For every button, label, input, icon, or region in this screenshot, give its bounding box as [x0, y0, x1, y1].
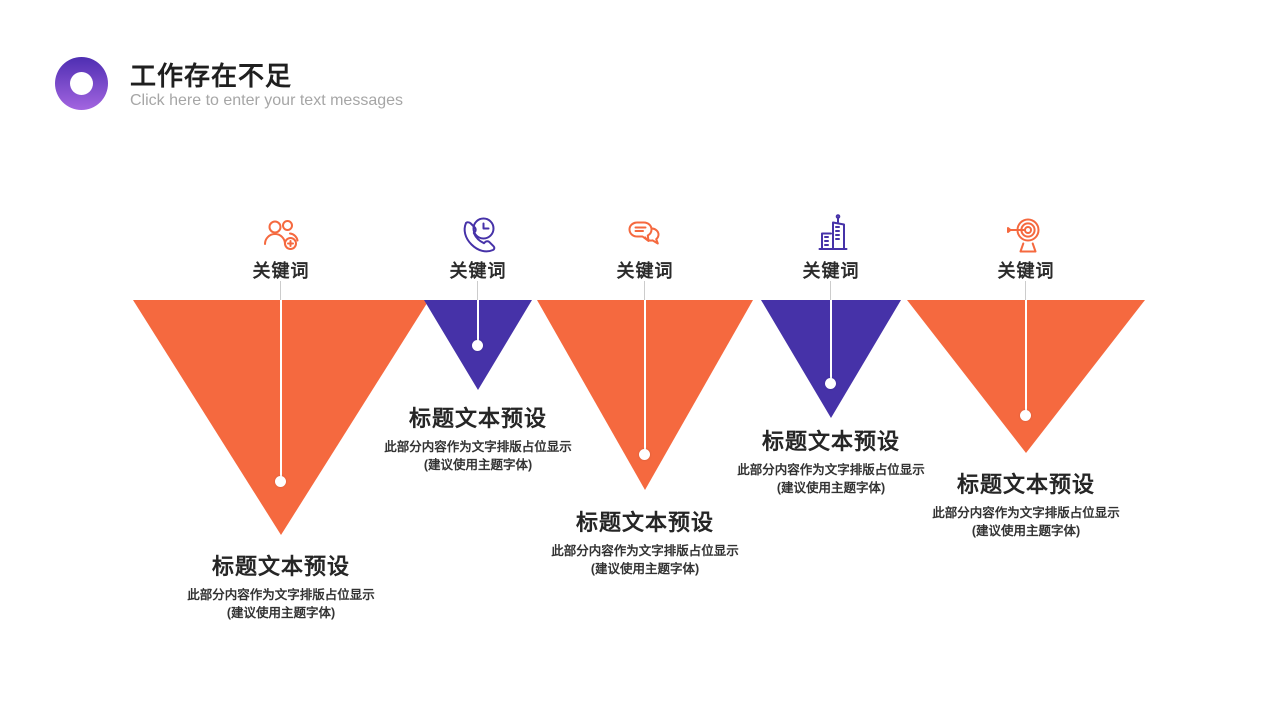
- logo-ring-icon: [55, 57, 108, 110]
- page-subtitle: Click here to enter your text messages: [130, 92, 404, 109]
- caption-desc-line2: (建议使用主题字体): [971, 524, 1081, 538]
- caption-desc-line2: (建议使用主题字体): [590, 562, 700, 576]
- caption-desc-line1: 此部分内容作为文字排版占位显示: [932, 506, 1120, 520]
- connector-line: [477, 281, 478, 300]
- triangle-dot: [275, 476, 286, 487]
- keyword-label: 关键词: [802, 261, 860, 281]
- triangle-plumb-line: [1025, 300, 1027, 416]
- connector-line: [280, 281, 281, 300]
- chat-bubbles-icon: [623, 213, 667, 257]
- caption-title: 标题文本预设: [575, 510, 714, 535]
- triangle-dot: [1020, 410, 1031, 421]
- target-arrow-icon: [1004, 213, 1048, 257]
- caption-title: 标题文本预设: [956, 472, 1095, 497]
- caption-desc-line1: 此部分内容作为文字排版占位显示: [551, 544, 739, 558]
- caption-desc-line2: (建议使用主题字体): [423, 458, 533, 472]
- caption-desc-line2: (建议使用主题字体): [226, 606, 336, 620]
- connector-line: [1025, 281, 1026, 300]
- keyword-label: 关键词: [252, 261, 310, 281]
- caption-desc-line1: 此部分内容作为文字排版占位显示: [187, 588, 375, 602]
- triangle-dot: [472, 340, 483, 351]
- triangle-dot: [639, 449, 650, 460]
- triangle-dot: [825, 378, 836, 389]
- connector-line: [830, 281, 831, 300]
- page-title: 工作存在不足: [130, 61, 293, 91]
- connector-line: [644, 281, 645, 300]
- caption-desc-line2: (建议使用主题字体): [776, 481, 886, 495]
- keyword-label: 关键词: [616, 261, 674, 281]
- caption-desc-line1: 此部分内容作为文字排版占位显示: [737, 463, 925, 477]
- phone-time-icon: [456, 213, 500, 257]
- caption-desc: 此部分内容作为文字排版占位显示 (建议使用主题字体): [151, 586, 411, 622]
- caption-desc: 此部分内容作为文字排版占位显示 (建议使用主题字体): [348, 438, 608, 474]
- buildings-icon: [809, 213, 853, 257]
- triangle-plumb-line: [644, 300, 646, 455]
- caption-title: 标题文本预设: [211, 554, 350, 579]
- caption-desc: 此部分内容作为文字排版占位显示 (建议使用主题字体): [896, 504, 1156, 540]
- keyword-label: 关键词: [997, 261, 1055, 281]
- caption-desc-line1: 此部分内容作为文字排版占位显示: [384, 440, 572, 454]
- caption-title: 标题文本预设: [408, 406, 547, 431]
- keyword-label: 关键词: [449, 261, 507, 281]
- add-users-icon: [259, 213, 303, 257]
- triangle-plumb-line: [477, 300, 479, 346]
- caption-desc: 此部分内容作为文字排版占位显示 (建议使用主题字体): [515, 542, 775, 578]
- caption-desc: 此部分内容作为文字排版占位显示 (建议使用主题字体): [701, 461, 961, 497]
- caption-title: 标题文本预设: [761, 429, 900, 454]
- triangle-plumb-line: [280, 300, 282, 482]
- triangle-plumb-line: [830, 300, 832, 384]
